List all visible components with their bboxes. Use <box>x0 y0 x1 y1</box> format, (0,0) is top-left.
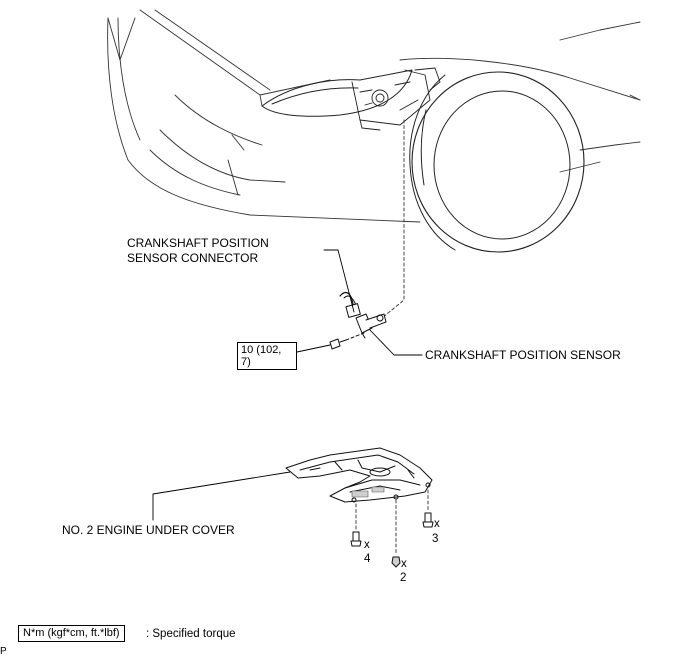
connector-label-line1: CRANKSHAFT POSITION <box>127 236 269 250</box>
bolt-x4-icon <box>350 531 362 547</box>
bolt-x3-icon <box>422 512 434 528</box>
label-leaders <box>296 249 423 356</box>
bolt-x3-x: x <box>434 518 440 530</box>
under-cover-leader <box>152 471 291 521</box>
under-cover-label: NO. 2 ENGINE UNDER COVER <box>62 523 235 537</box>
engine-under-cover-drawing <box>285 447 433 503</box>
engine-bay-parts <box>351 67 441 131</box>
vehicle-front-outline <box>107 9 641 223</box>
torque-legend-box: N*m (kgf*cm, ft.*lbf) <box>18 625 125 642</box>
sensor-label: CRANKSHAFT POSITION SENSOR <box>425 348 621 362</box>
bolt-x4-x: x <box>364 539 370 551</box>
bolt-x3-count: 3 <box>432 533 439 545</box>
sensor-bolt <box>329 332 365 350</box>
clip-x2-count: 2 <box>400 572 407 584</box>
clip-x2-icon <box>391 556 401 568</box>
corner-mark: P <box>0 646 7 657</box>
bolt-x4-count: 4 <box>364 553 371 565</box>
connector-label-line2: SENSOR CONNECTOR <box>127 251 259 265</box>
sensor-location-leader <box>381 119 405 319</box>
clip-x2-x: x <box>401 558 407 570</box>
fastener-guides <box>355 489 429 556</box>
crankshaft-position-sensor-drawing <box>339 291 387 339</box>
torque-legend-description: : Specified torque <box>146 628 236 640</box>
headlight <box>261 69 413 117</box>
sensor-torque-value: 10 (102, 7) <box>237 342 297 370</box>
front-wheel <box>409 71 585 253</box>
